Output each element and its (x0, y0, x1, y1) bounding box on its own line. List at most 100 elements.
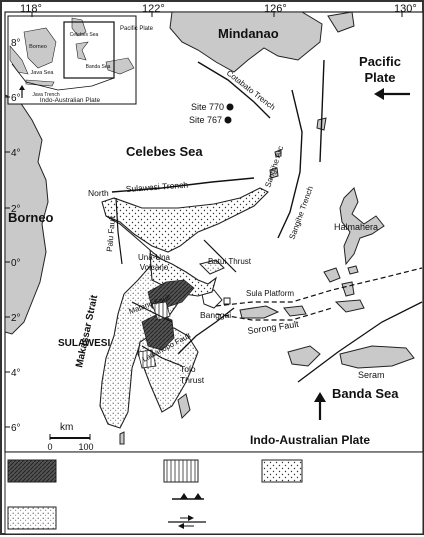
inset-label-celebes-sea: Celebes Sea (70, 32, 99, 38)
label-palu-fault: Palu Fault (105, 215, 117, 252)
label-site-770: Site 770 (191, 102, 224, 112)
sangihe-island (274, 149, 282, 158)
obi-island (334, 299, 365, 313)
label-batui-thrust: Batui Thrust (208, 257, 252, 266)
latitude-label: 8° (11, 38, 21, 49)
legend-swatch-schist (163, 459, 199, 483)
inset-trench (11, 63, 115, 91)
label-scale-km: km (60, 422, 73, 433)
matano-fault (131, 301, 173, 323)
legend-transform-fault-symbol (168, 515, 206, 529)
legend-swatch-island-arc (261, 459, 303, 483)
inset-java (25, 79, 55, 87)
sangihe-trench (277, 89, 303, 239)
legend-thrust-symbol (172, 493, 204, 500)
indo-australian-plate-arrow (314, 392, 326, 420)
sulawesi-north-arm (101, 187, 269, 253)
label-scale-hundred: 100 (78, 442, 93, 452)
inset-label-borneo: Borneo (29, 44, 47, 50)
togian-islands (199, 259, 225, 275)
graticule-ticks (5, 12, 403, 428)
label-banggai: Banggai (200, 310, 231, 320)
inset-label-java-sea: Java Sea (31, 70, 55, 76)
sorong-fault-south (215, 307, 333, 321)
schist-belt (151, 301, 171, 321)
label-mindanao: Mindanao (218, 26, 279, 41)
latitude-label: 6° (11, 93, 21, 104)
label-tolo: Tolo (180, 364, 196, 374)
inset-sumatra (9, 45, 29, 75)
inset-label-java-trench: Java Trench (32, 92, 59, 98)
inset-new-guinea (105, 57, 135, 75)
legend-swatch-mafic (7, 459, 57, 483)
halmahera-islet (323, 267, 341, 283)
label-site-767: Site 767 (189, 115, 222, 125)
label-plate: Plate (364, 70, 395, 85)
label-north: North (88, 188, 109, 198)
legend-swatch-mesozoic (7, 506, 57, 530)
lawanopo-fault (141, 345, 183, 367)
scale-bar (49, 434, 91, 440)
thrust-west-pacific (319, 59, 325, 163)
philippine-island-east (327, 11, 355, 33)
map-area (4, 11, 424, 453)
site-767-marker (224, 116, 232, 124)
selayar-island (119, 431, 125, 445)
halmahera-landmass (339, 187, 385, 266)
label-thrust: Thrust (180, 375, 205, 385)
inset-label-pacific-plate: Pacific Plate (120, 26, 154, 32)
label-pacific: Pacific (359, 54, 401, 69)
latitude-label: 6° (11, 423, 21, 434)
halmahera-islet (347, 265, 359, 275)
inset-map (7, 15, 137, 105)
label-volcano: Volcano (140, 263, 169, 272)
sangihe-island (269, 167, 279, 179)
mindanao-landmass (169, 11, 323, 73)
inset-borneo (23, 27, 57, 69)
latitude-label: 4° (11, 368, 21, 379)
label-celebes-sea: Celebes Sea (126, 144, 203, 159)
palu-fault (115, 197, 123, 265)
sula-islands (239, 305, 280, 319)
label-halmahera: Halmahera (334, 222, 378, 232)
label-borneo: Borneo (8, 210, 54, 225)
longitude-label: 126° (264, 3, 287, 15)
buru-island (287, 345, 321, 367)
longitude-label: 118° (20, 3, 42, 15)
buton-island (177, 393, 191, 419)
longitude-label: 130° (394, 3, 417, 15)
inset-label-indo-australian-plate: Indo-Australian Plate (40, 97, 101, 104)
batui-thrust (203, 239, 237, 273)
label-scale-zero: 0 (47, 442, 52, 452)
latitude-label: 2° (11, 204, 21, 215)
legend (4, 451, 424, 535)
inset-label-banda-sea: Banda Sea (86, 64, 111, 70)
label-seram: Seram (358, 370, 385, 380)
label-sulawesi: SULAWESI (58, 338, 110, 349)
longitude-label: 122° (142, 3, 165, 15)
inset-study-area-box (63, 21, 115, 79)
sorong-fault (215, 267, 423, 307)
sula-islands (283, 305, 307, 317)
label-sula-platform: Sula Platform (246, 289, 294, 298)
site-770-marker (226, 103, 234, 111)
banggai-islands (223, 297, 231, 305)
cotabato-trench (197, 61, 271, 119)
inset-sulawesi (75, 41, 89, 61)
borneo-landmass (4, 94, 49, 335)
latitude-label: 2° (11, 313, 21, 324)
label-banda-sea: Banda Sea (332, 386, 399, 401)
label-indo-australian-plate: Indo-Australian Plate (250, 433, 370, 447)
pacific-plate-arrow (374, 88, 410, 100)
north-sulawesi-trench (111, 177, 255, 193)
latitude-label: 0° (11, 258, 21, 269)
seram-island (339, 345, 415, 369)
label-sulawesi-trench: Sulawesi Trench (125, 180, 188, 194)
schist-belt (137, 349, 157, 369)
label-una-una: Una-Una (138, 253, 171, 262)
latitude-label: 4° (11, 148, 21, 159)
banda-arc-thrust (297, 301, 423, 383)
tolo-thrust (177, 307, 235, 355)
